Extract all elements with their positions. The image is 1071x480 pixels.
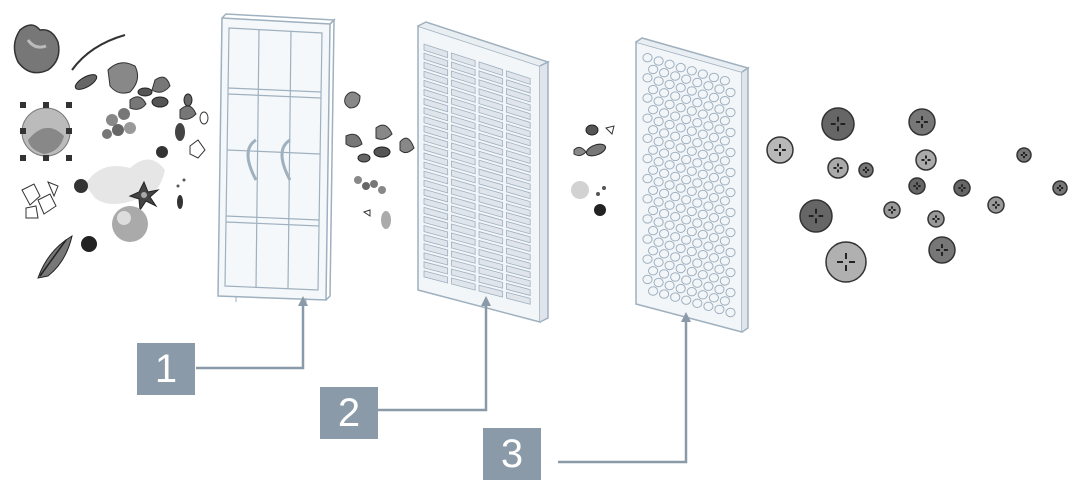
- leader-line-3: [558, 318, 686, 462]
- callout-badge-1: 1: [137, 343, 195, 395]
- dust-particles-icon: [571, 125, 614, 216]
- honeycomb-filter-icon: [636, 38, 748, 332]
- leader-line-2: [378, 302, 486, 410]
- dust-particles-icon: [345, 92, 414, 229]
- dust-particles-icon: [14, 25, 208, 278]
- callout-badge-3: 3: [483, 428, 541, 480]
- callout-badge-2: 2: [320, 387, 378, 439]
- clean-air-particles-icon: [767, 108, 1067, 282]
- pre-filter-icon: [218, 14, 334, 304]
- pleated-filter-icon: [418, 22, 548, 322]
- leader-line-1: [196, 302, 303, 368]
